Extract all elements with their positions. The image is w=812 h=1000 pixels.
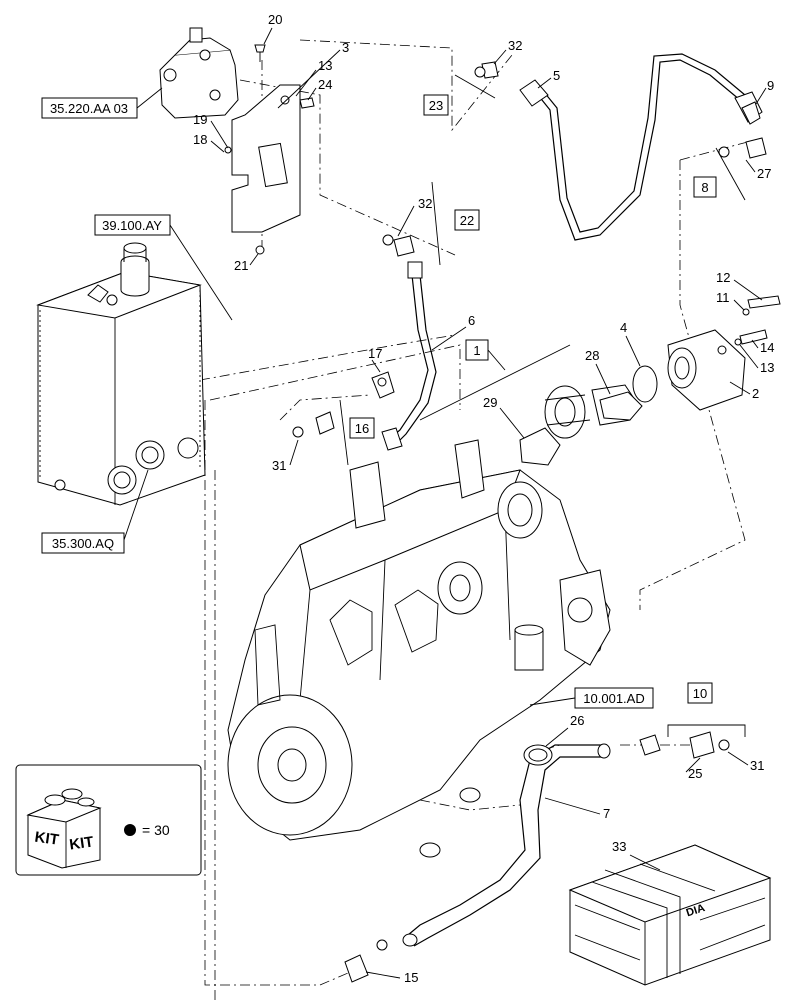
callout-2: 2	[752, 386, 759, 401]
valve-block	[159, 27, 239, 119]
callout-box-23: 23	[423, 74, 496, 116]
callout-3: 3	[342, 40, 349, 55]
callout-box-16: 16	[339, 399, 375, 466]
elbow-fitting-9	[741, 101, 761, 125]
callout-7: 7	[603, 806, 610, 821]
fitting-25-adapter	[639, 731, 730, 759]
callout-24: 24	[318, 77, 332, 92]
callout-29: 29	[483, 395, 497, 410]
svg-text:22: 22	[460, 213, 474, 228]
ref-box-tank: 39.100.AY	[94, 214, 233, 321]
callout-13-top: 13	[318, 58, 332, 73]
ref-tank-text: 39.100.AY	[102, 218, 162, 233]
hose-clamps	[419, 787, 481, 858]
bracket-bolts	[224, 44, 315, 255]
engine-block	[227, 439, 611, 841]
adapter-27	[718, 137, 767, 159]
crate-33: DIA	[568, 844, 772, 986]
svg-text:10: 10	[693, 686, 707, 701]
ref-valve-text: 35.220.AA 03	[50, 101, 128, 116]
callout-32-mid: 32	[418, 196, 432, 211]
kit-label-left: KIT	[34, 829, 60, 849]
hydraulic-tank	[36, 242, 206, 506]
ref-box-valve: 35.220.AA 03	[41, 87, 163, 119]
callout-9: 9	[767, 78, 774, 93]
callout-19: 19	[193, 112, 207, 127]
fitting-32-mid	[382, 234, 415, 257]
callout-box-22: 22	[431, 181, 480, 266]
svg-text:1: 1	[473, 343, 480, 358]
fitting-15	[344, 939, 388, 983]
callout-28: 28	[585, 348, 599, 363]
callout-33: 33	[612, 839, 626, 854]
kit-dot-icon	[124, 824, 136, 836]
callout-box-1: 1	[419, 339, 571, 421]
callout-5: 5	[553, 68, 560, 83]
crate-mark: DIA	[685, 902, 707, 919]
callout-15: 15	[404, 970, 418, 985]
callout-13-pump: 13	[760, 360, 774, 375]
kit-equals-label: = 30	[142, 822, 170, 838]
clamp-26	[523, 744, 553, 766]
svg-text:16: 16	[355, 421, 369, 436]
callout-25: 25	[688, 766, 702, 781]
callout-26: 26	[570, 713, 584, 728]
ref-box-engine: 10.001.AD	[529, 687, 654, 709]
suction-hose-6	[381, 261, 437, 451]
svg-text:23: 23	[429, 98, 443, 113]
pump-bolts	[734, 295, 781, 346]
ref-tank-outlet-text: 35.300.AQ	[52, 536, 114, 551]
callout-4: 4	[620, 320, 627, 335]
fitting-32-top	[474, 61, 499, 79]
svg-text:8: 8	[701, 180, 708, 195]
callout-31-left: 31	[272, 458, 286, 473]
callout-20: 20	[268, 12, 282, 27]
callout-21: 21	[234, 258, 248, 273]
callout-31-right: 31	[750, 758, 764, 773]
gasket-28	[599, 391, 643, 421]
callout-box-8: 8	[693, 147, 746, 201]
plain-callouts: 20 3 13 24 19 18 21 32 5 9 27 32 12 11 1…	[193, 12, 774, 985]
callout-12: 12	[716, 270, 730, 285]
callout-11: 11	[716, 290, 730, 305]
hydraulic-pump-2	[667, 329, 746, 411]
kit-box-icon: KIT KIT	[26, 788, 102, 869]
o-ring-4	[632, 365, 658, 403]
ref-engine-text: 10.001.AD	[583, 691, 644, 706]
callout-27: 27	[757, 166, 771, 181]
ref-box-tank-outlet: 35.300.AQ	[41, 469, 149, 554]
callout-6: 6	[468, 313, 475, 328]
callout-14: 14	[760, 340, 774, 355]
elbow-fitting-17	[371, 371, 395, 399]
mounting-bracket	[231, 84, 301, 233]
adapter-16	[292, 411, 335, 438]
callout-17: 17	[368, 346, 382, 361]
gasket-29	[519, 427, 561, 466]
kit-label-right: KIT	[68, 833, 94, 853]
callout-32-top: 32	[508, 38, 522, 53]
callout-18: 18	[193, 132, 207, 147]
callout-box-10: 10	[667, 682, 746, 737]
kit-legend: KIT KIT = 30	[15, 764, 202, 876]
